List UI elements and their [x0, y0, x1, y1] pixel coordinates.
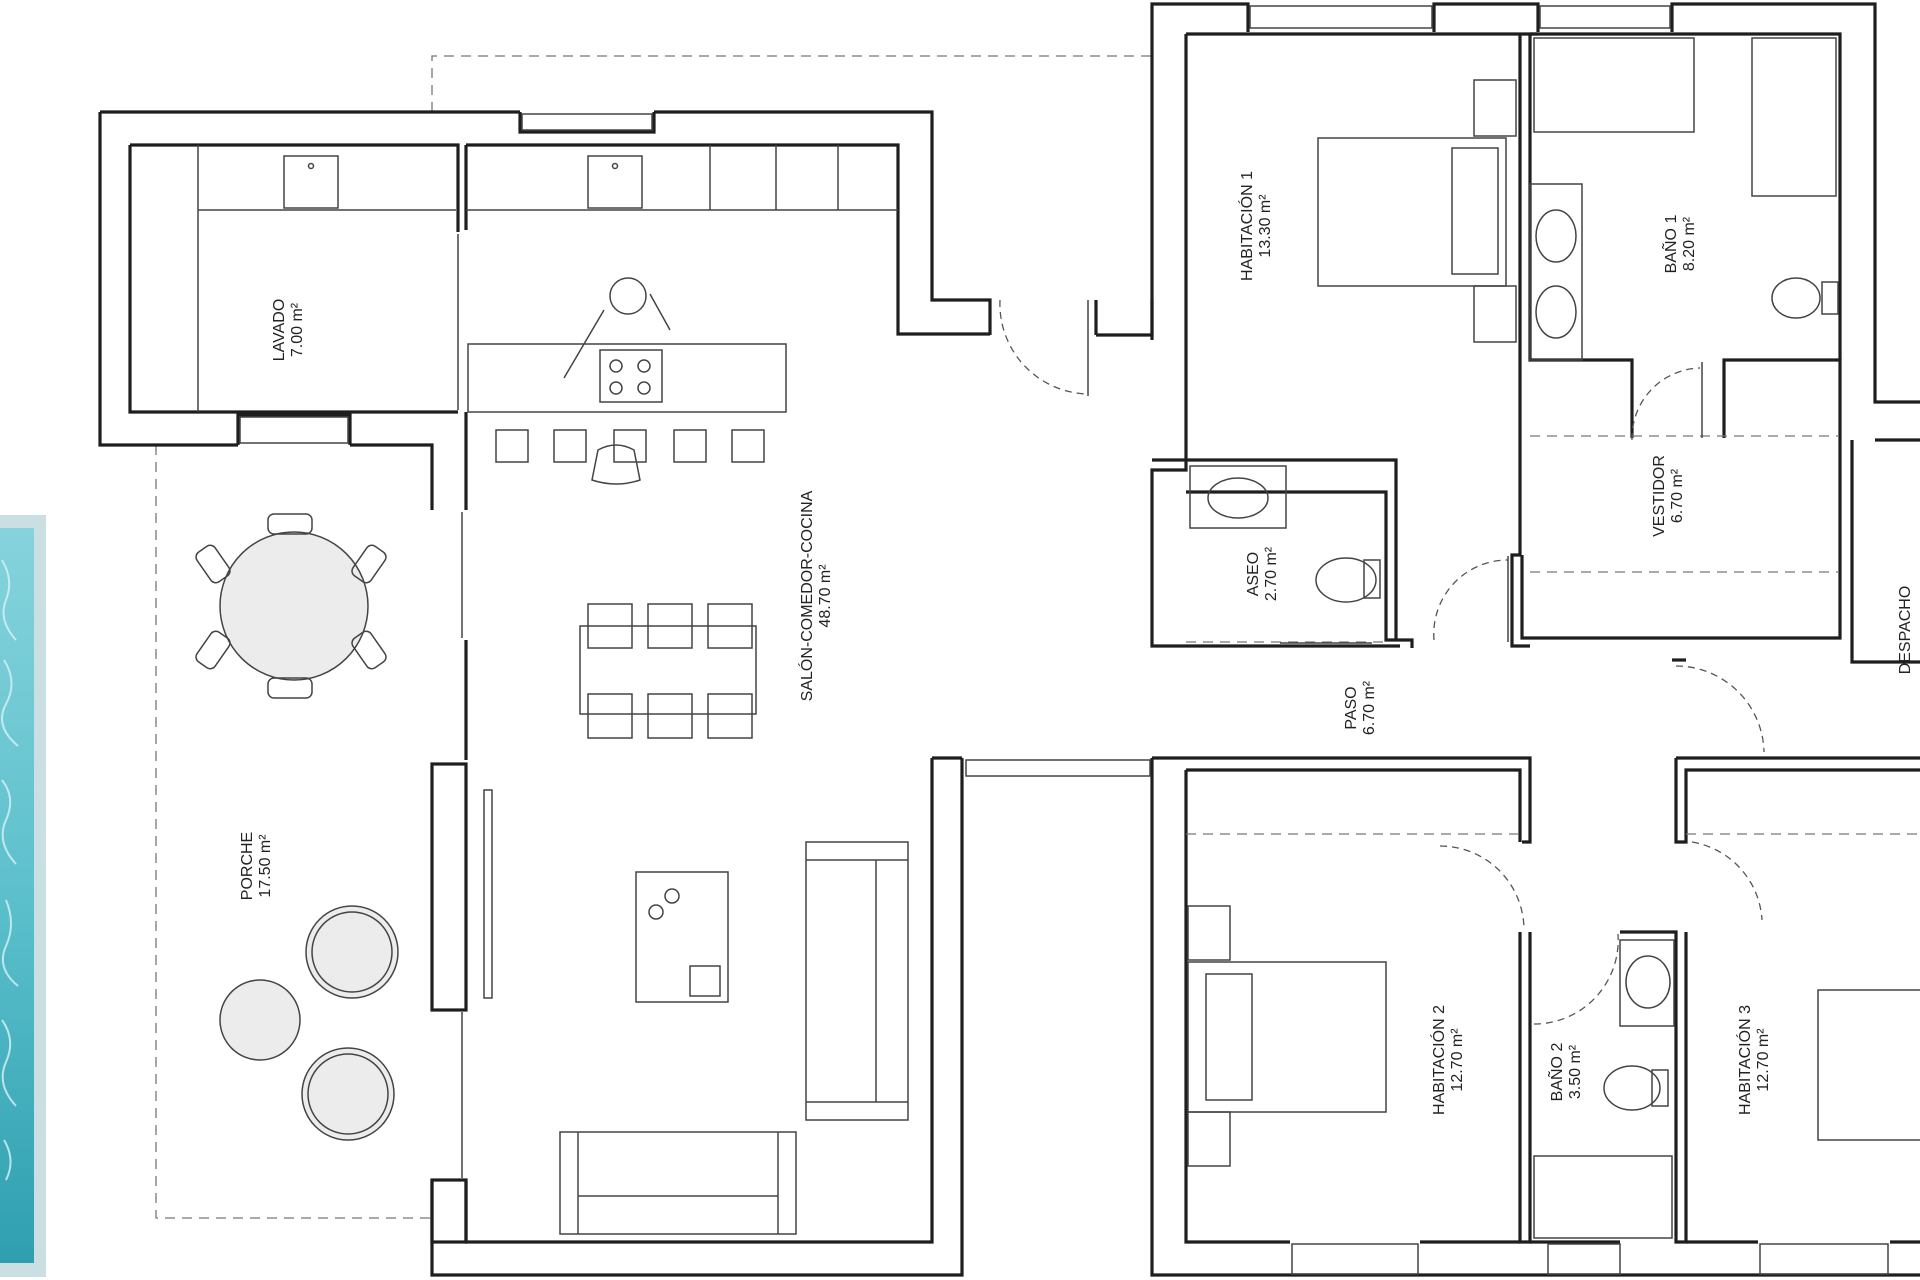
bedroom1-bath1-fixtures: [1317, 37, 1839, 361]
room-area-habitacion2: 12.70 m²: [1449, 1028, 1466, 1092]
room-area-salon: 48.70 m²: [817, 564, 834, 628]
room-area-habitacion3: 12.70 m²: [1755, 1028, 1772, 1092]
porch-furniture: [195, 513, 399, 1141]
room-name-habitacion1: HABITACIÓN 1: [1237, 171, 1256, 281]
room-name-paso: PASO: [1343, 686, 1360, 729]
exterior-dashed-outlines: [155, 55, 1152, 1219]
room-area-bano2: 3.50 m²: [1567, 1044, 1584, 1099]
room-area-aseo: 2.70 m²: [1263, 546, 1280, 601]
room-name-salon: SALÓN-COMEDOR-COCINA: [797, 490, 816, 701]
walls: [98, 2, 1920, 1277]
lower-rooms-fixtures: [1187, 905, 1920, 1239]
windows: [239, 5, 1889, 1275]
room-name-porche: PORCHE: [239, 832, 256, 900]
room-labels: LAVADO 7.00 m² SALÓN-COMEDOR-COCINA 48.7…: [239, 171, 1914, 1115]
room-name-vestidor: VESTIDOR: [1651, 455, 1668, 537]
pool: [0, 515, 46, 1277]
room-area-bano1: 8.20 m²: [1681, 216, 1698, 271]
room-area-vestidor: 6.70 m²: [1669, 468, 1686, 523]
room-name-habitacion2: HABITACIÓN 2: [1429, 1005, 1448, 1115]
room-name-habitacion3: HABITACIÓN 3: [1735, 1005, 1754, 1115]
aseo-fixtures: [1189, 465, 1381, 603]
kitchen-laundry-furniture: [197, 145, 898, 485]
room-name-bano2: BAÑO 2: [1546, 1043, 1566, 1102]
room-area-lavado: 7.00 m²: [289, 302, 306, 357]
room-name-aseo: ASEO: [1245, 552, 1262, 596]
dashed-partitions: [1186, 435, 1920, 835]
room-area-habitacion1: 13.30 m²: [1257, 194, 1274, 258]
room-name-lavado: LAVADO: [271, 299, 288, 362]
room-area-paso: 6.70 m²: [1361, 680, 1378, 735]
room-name-bano1: BAÑO 1: [1660, 215, 1680, 274]
living-dining-furniture: [559, 603, 909, 1235]
room-area-porche: 17.50 m²: [257, 834, 274, 898]
doors: [457, 234, 1765, 1025]
room-name-despacho: DESPACHO: [1897, 586, 1914, 675]
